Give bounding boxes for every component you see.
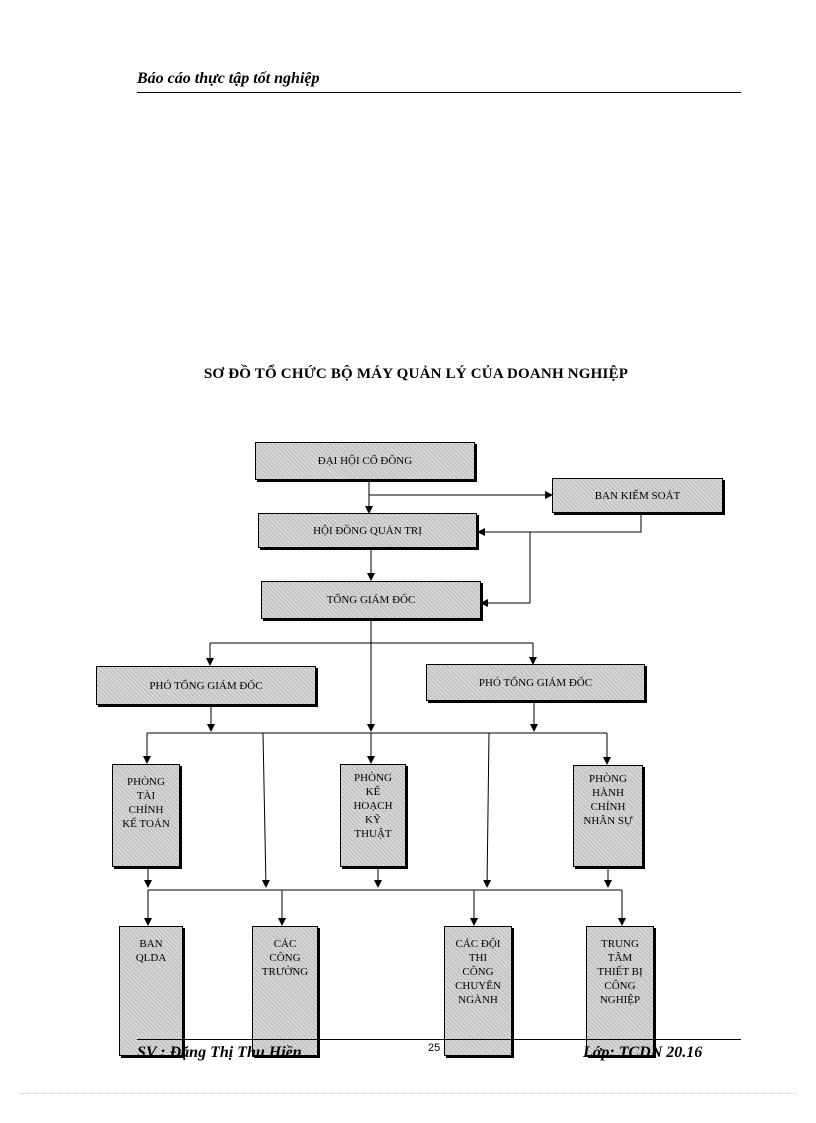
box-trung-tam-thiet-bi: TRUNG TÂM THIẾT BỊ CÔNG NGHIỆP bbox=[586, 926, 654, 1056]
box-ban-qlda-label: BAN QLDA bbox=[135, 938, 167, 964]
arrow-bks-to-hoidong bbox=[477, 513, 642, 536]
arrow-bypass-right bbox=[483, 732, 492, 888]
box-ban-qlda: BAN QLDA bbox=[119, 926, 183, 1056]
box-pho-tong-giam-doc-2-label: PHÓ TỔNG GIÁM ĐỐC bbox=[478, 676, 593, 689]
box-hoi-dong-quan-tri-label: HỘI ĐỒNG QUẢN TRỊ bbox=[313, 524, 422, 537]
footer-page-number: 25 bbox=[428, 1042, 441, 1054]
box-pho-tong-giam-doc-1: PHÓ TỔNG GIÁM ĐỐC bbox=[96, 666, 316, 705]
box-phong-ke-hoach-ky-thuat-label: PHÒNG KẾ HOẠCH KỸ THUẬT bbox=[353, 772, 393, 840]
report-header-title: Báo cáo thực tập tốt nghiệp bbox=[137, 70, 320, 87]
footer-class: Lớp: TCDN 20.16 bbox=[583, 1044, 703, 1061]
header-rule bbox=[137, 92, 741, 93]
box-trung-tam-thiet-bi-label: TRUNG TÂM THIẾT BỊ CÔNG NGHIỆP bbox=[597, 938, 643, 1006]
box-cac-doi-thi-cong-label: CÁC ĐỘI THI CÔNG CHUYÊN NGÀNH bbox=[455, 938, 501, 1006]
box-pho-tong-giam-doc-2: PHÓ TỔNG GIÁM ĐỐC bbox=[426, 664, 645, 701]
footer-rule bbox=[137, 1039, 741, 1040]
box-phong-tai-chinh-ke-toan: PHÒNG TÀI CHÍNH KẾ TOÁN bbox=[112, 764, 180, 867]
box-tong-giam-doc-label: TỔNG GIÁM ĐỐC bbox=[326, 594, 416, 606]
box-phong-tai-chinh-ke-toan-label: PHÒNG TÀI CHÍNH KẾ TOÁN bbox=[122, 776, 170, 830]
box-phong-ke-hoach-ky-thuat: PHÒNG KẾ HOẠCH KỸ THUẬT bbox=[340, 764, 406, 867]
box-pho-tong-giam-doc-1-label: PHÓ TỔNG GIÁM ĐỐC bbox=[149, 679, 263, 692]
arrow-bypass-left bbox=[261, 732, 270, 888]
box-ban-kiem-soat-label: BAN KIỂM SOÁT bbox=[594, 489, 681, 502]
box-cac-cong-truong-label: CÁC CÔNG TRƯỜNG bbox=[261, 938, 309, 978]
box-ban-kiem-soat: BAN KIỂM SOÁT bbox=[552, 478, 723, 513]
org-chart-title: SƠ ĐỒ TỔ CHỨC BỘ MÁY QUẢN LÝ CỦA DOANH N… bbox=[203, 366, 629, 382]
arrow-bks-to-tgd bbox=[480, 532, 531, 607]
box-dai-hoi-co-dong: ĐẠI HỘI CỔ ĐÔNG bbox=[255, 442, 475, 480]
box-cac-cong-truong: CÁC CÔNG TRƯỜNG bbox=[252, 926, 318, 1056]
box-phong-hanh-chinh-nhan-su: PHÒNG HÀNH CHÍNH NHÂN SỰ bbox=[573, 765, 643, 867]
page-bottom-border bbox=[20, 1093, 796, 1094]
box-dai-hoi-co-dong-label: ĐẠI HỘI CỔ ĐÔNG bbox=[317, 455, 413, 467]
box-tong-giam-doc: TỔNG GIÁM ĐỐC bbox=[261, 581, 481, 619]
box-phong-hanh-chinh-nhan-su-label: PHÒNG HÀNH CHÍNH NHÂN SỰ bbox=[583, 773, 633, 827]
box-hoi-dong-quan-tri: HỘI ĐỒNG QUẢN TRỊ bbox=[258, 513, 477, 548]
footer-student-name: SV : Đặng Thị Thu Hiền bbox=[137, 1044, 302, 1061]
box-cac-doi-thi-cong: CÁC ĐỘI THI CÔNG CHUYÊN NGÀNH bbox=[444, 926, 512, 1056]
